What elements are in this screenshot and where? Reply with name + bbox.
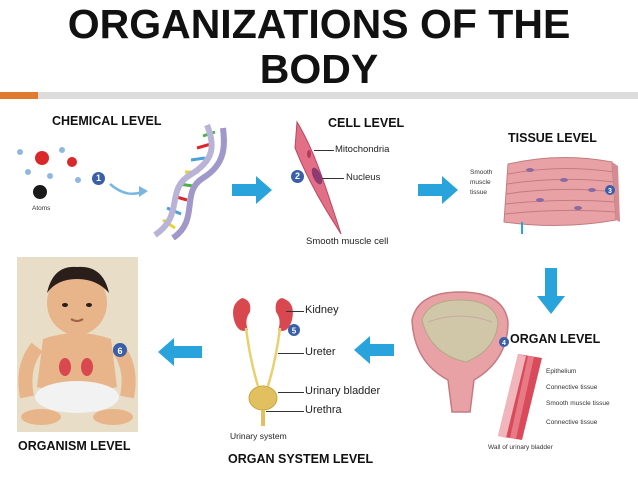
- mitochondria-pointer: [314, 150, 334, 151]
- ureter-pointer: [278, 353, 304, 354]
- step-2-badge: 2: [291, 170, 304, 183]
- connective-tissue-label-2: Connective tissue: [546, 419, 598, 426]
- arrow-right-icon: [232, 176, 272, 204]
- svg-text:6: 6: [117, 346, 122, 356]
- smooth-muscle-tissue-illustration: 3: [503, 156, 620, 234]
- smooth-muscle-cell-illustration: [294, 120, 342, 235]
- arrow-right-icon: [418, 176, 458, 204]
- epithelium-label: Epithelium: [546, 368, 577, 375]
- smooth-muscle-tissue-label-2: Smooth muscle tissue: [546, 400, 610, 407]
- smooth-muscle-cell-label: Smooth muscle cell: [306, 236, 389, 247]
- arrow-left-icon: [354, 336, 394, 364]
- ureter-label: Ureter: [305, 346, 336, 358]
- svg-text:4: 4: [502, 340, 506, 347]
- nucleus-pointer: [322, 178, 344, 179]
- title-rule: [0, 92, 638, 99]
- svg-text:3: 3: [608, 188, 612, 195]
- bladder-wall-illustration: [498, 354, 542, 440]
- urinary-system-label: Urinary system: [230, 431, 287, 441]
- nucleus-label: Nucleus: [346, 172, 381, 183]
- atoms-to-dna-arrow-icon: [109, 183, 148, 197]
- atoms-label: Atoms: [32, 205, 51, 212]
- svg-text:5: 5: [292, 327, 297, 336]
- urinary-bladder-label: Urinary bladder: [305, 385, 381, 397]
- step-1-badge: 1: [92, 172, 105, 185]
- mitochondria-label: Mitochondria: [335, 144, 390, 155]
- smooth-muscle-tissue-label: Smooth muscle tissue: [470, 169, 493, 196]
- kidney-label: Kidney: [305, 304, 339, 316]
- chemical-level-label: CHEMICAL LEVEL: [52, 114, 162, 128]
- page-title: ORGANIZATIONS OF THE BODY: [67, 1, 571, 92]
- organ-level-label: ORGAN LEVEL: [510, 332, 601, 346]
- dna-helix-illustration: [153, 123, 227, 240]
- urinary-bladder-illustration: 4: [411, 291, 509, 413]
- organ-system-level-label: ORGAN SYSTEM LEVEL: [228, 452, 374, 466]
- urinary-bladder-pointer: [278, 392, 304, 393]
- urethra-pointer: [266, 411, 304, 412]
- arrow-left-icon: [158, 338, 202, 366]
- urinary-system-illustration: 5: [233, 298, 300, 426]
- wall-of-urinary-bladder-label: Wall of urinary bladder: [488, 444, 553, 451]
- organism-level-label: ORGANISM LEVEL: [18, 439, 131, 453]
- organism-photo: 6: [17, 257, 138, 432]
- connective-tissue-label-1: Connective tissue: [546, 384, 598, 391]
- baby-illustration: 6: [18, 266, 136, 425]
- cell-level-label: CELL LEVEL: [328, 116, 405, 130]
- urethra-label: Urethra: [305, 404, 342, 416]
- atoms-illustration: [17, 147, 81, 199]
- arrow-down-icon: [537, 268, 565, 314]
- tissue-level-label: TISSUE LEVEL: [508, 131, 597, 145]
- title-rule-accent: [0, 92, 38, 99]
- kidney-pointer: [286, 311, 304, 312]
